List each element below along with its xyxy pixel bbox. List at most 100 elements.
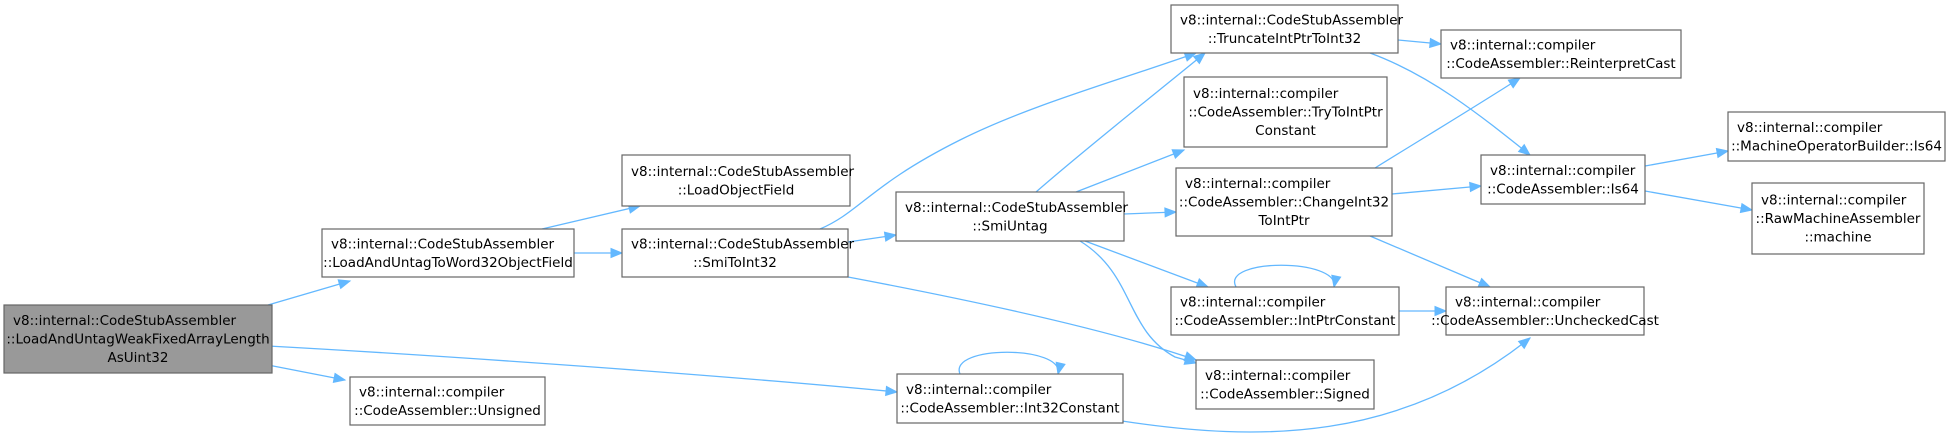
node-box — [621, 228, 849, 278]
node-label-line: v8::internal::CodeStubAssembler — [331, 236, 555, 252]
node-label-line: v8::internal::compiler — [1450, 37, 1596, 53]
node-label-line: Constant — [1255, 123, 1316, 139]
node-box — [1727, 111, 1946, 162]
node-label-line: ::CodeAssembler::IntPtrConstant — [1175, 313, 1396, 329]
node-box — [349, 376, 546, 426]
arrowhead-icon — [1517, 143, 1532, 156]
node-label-line: v8::internal::compiler — [1180, 294, 1326, 310]
node-box — [1445, 286, 1645, 336]
arrowhead-icon — [1477, 277, 1492, 288]
node-unchecked[interactable]: v8::internal::compiler::CodeAssembler::U… — [1431, 286, 1659, 336]
arrowhead-icon — [1517, 337, 1532, 350]
node-label-line: ::LoadAndUntagWeakFixedArrayLength — [6, 332, 269, 348]
node-label-line: ::CodeAssembler::Signed — [1200, 386, 1370, 402]
edge-line — [1644, 190, 1753, 211]
node-label-line: ::CodeAssembler::ReinterpretCast — [1446, 56, 1675, 72]
node-label-line: ::LoadObjectField — [678, 182, 795, 198]
node-box — [1183, 76, 1388, 148]
node-is64[interactable]: v8::internal::compiler::CodeAssembler::I… — [1480, 154, 1646, 205]
arrowhead-icon — [1469, 181, 1483, 193]
edge-smi-untag-to-signed — [1079, 240, 1198, 365]
node-box — [1175, 167, 1393, 237]
arrowhead-icon — [1164, 207, 1178, 218]
edge-line — [1075, 149, 1185, 193]
edge-int32-const-to-unchecked — [1121, 337, 1532, 433]
node-label-line: ::LoadAndUntagToWord32ObjectField — [323, 255, 573, 271]
edge-load-weak-to-unsigned — [267, 364, 347, 383]
node-rma-machine[interactable]: v8::internal::compiler::RawMachineAssemb… — [1751, 182, 1925, 255]
edge-line — [847, 276, 1197, 361]
node-mob-is64[interactable]: v8::internal::compiler::MachineOperatorB… — [1727, 111, 1946, 162]
node-unsigned[interactable]: v8::internal::compiler::CodeAssembler::U… — [349, 376, 546, 426]
arrowhead-icon — [337, 279, 352, 290]
arrowhead-icon — [1429, 37, 1443, 49]
edge-line — [819, 52, 1197, 230]
edge-line — [267, 280, 351, 306]
node-label-line: ::machine — [1804, 230, 1871, 246]
node-label-line: v8::internal::CodeStubAssembler — [631, 236, 855, 252]
edge-smi-untag-to-change-int32 — [1123, 207, 1178, 218]
node-label-line: v8::internal::compiler — [1455, 294, 1601, 310]
arrowhead-icon — [1192, 52, 1207, 65]
edge-smi-to-int32-to-signed — [847, 276, 1198, 362]
node-box — [1440, 29, 1682, 79]
node-box — [895, 191, 1125, 242]
node-box — [1170, 4, 1399, 54]
node-signed[interactable]: v8::internal::compiler::CodeAssembler::S… — [1195, 359, 1375, 410]
node-label-line: v8::internal::compiler — [1193, 86, 1339, 102]
node-truncate[interactable]: v8::internal::CodeStubAssembler::Truncat… — [1170, 4, 1404, 54]
edge-line — [541, 205, 641, 230]
node-box — [1480, 154, 1646, 205]
node-int32-const[interactable]: v8::internal::compiler::CodeAssembler::I… — [896, 373, 1124, 424]
arrowhead-icon — [885, 385, 899, 397]
edge-load-untag-to-smi-to-int32 — [574, 247, 624, 259]
arrowhead-icon — [1739, 202, 1754, 214]
node-box — [3, 304, 273, 374]
node-change-int32[interactable]: v8::internal::compiler::CodeAssembler::C… — [1175, 167, 1393, 237]
node-label-line: ::RawMachineAssembler — [1756, 211, 1921, 227]
edge-truncate-to-reinterpret — [1397, 37, 1443, 49]
edge-change-int32-to-is64 — [1391, 181, 1483, 195]
node-label-line: v8::internal::compiler — [1205, 368, 1351, 384]
node-label-line: v8::internal::compiler — [1737, 120, 1883, 136]
edge-line — [1369, 52, 1531, 156]
node-smi-to-int32[interactable]: v8::internal::CodeStubAssembler::SmiToIn… — [621, 228, 855, 278]
node-box — [896, 373, 1124, 424]
arrowhead-icon — [1195, 278, 1210, 288]
edge-line — [1374, 77, 1521, 169]
edge-line — [1369, 235, 1491, 288]
node-label-line: v8::internal::CodeStubAssembler — [13, 313, 237, 329]
edge-change-int32-to-reinterpret — [1374, 77, 1522, 169]
node-try-to-intptr[interactable]: v8::internal::compiler::CodeAssembler::T… — [1183, 76, 1388, 148]
node-box — [1170, 286, 1400, 336]
node-label-line: ::CodeAssembler::Is64 — [1487, 181, 1639, 197]
edge-load-untag-to-load-obj — [541, 203, 642, 230]
edge-intptr-const-to-intptr-const — [1233, 264, 1342, 289]
node-box — [321, 228, 575, 278]
edge-smi-untag-to-intptr-const — [1084, 240, 1210, 288]
node-label-line: AsUint32 — [108, 350, 169, 366]
nodes: v8::internal::CodeStubAssembler::LoadAnd… — [3, 4, 1946, 426]
node-load-weak: v8::internal::CodeStubAssembler::LoadAnd… — [3, 304, 273, 374]
edge-line — [1391, 185, 1482, 195]
node-label-line: ::CodeAssembler::Unsigned — [354, 403, 541, 419]
arrowhead-icon — [1183, 354, 1198, 365]
node-box — [1751, 182, 1925, 255]
node-smi-untag[interactable]: v8::internal::CodeStubAssembler::SmiUnta… — [895, 191, 1129, 242]
node-intptr-const[interactable]: v8::internal::compiler::CodeAssembler::I… — [1170, 286, 1400, 336]
edge-smi-untag-to-try-to-intptr — [1075, 149, 1186, 193]
edge-truncate-to-is64 — [1369, 52, 1532, 156]
node-label-line: ::CodeAssembler::UncheckedCast — [1431, 313, 1659, 329]
node-box — [621, 154, 851, 207]
edge-line — [267, 345, 898, 393]
node-load-obj[interactable]: v8::internal::CodeStubAssembler::LoadObj… — [621, 154, 855, 207]
node-label-line: ToIntPtr — [1257, 213, 1309, 229]
edge-line — [1084, 240, 1209, 288]
edge-line — [1233, 264, 1335, 288]
edge-load-weak-to-load-untag — [267, 279, 352, 306]
node-reinterpret[interactable]: v8::internal::compiler::CodeAssembler::R… — [1440, 29, 1682, 79]
node-load-untag[interactable]: v8::internal::CodeStubAssembler::LoadAnd… — [321, 228, 575, 278]
arrowhead-icon — [1055, 361, 1066, 376]
node-label-line: v8::internal::compiler — [359, 384, 505, 400]
edge-line — [1644, 150, 1729, 167]
